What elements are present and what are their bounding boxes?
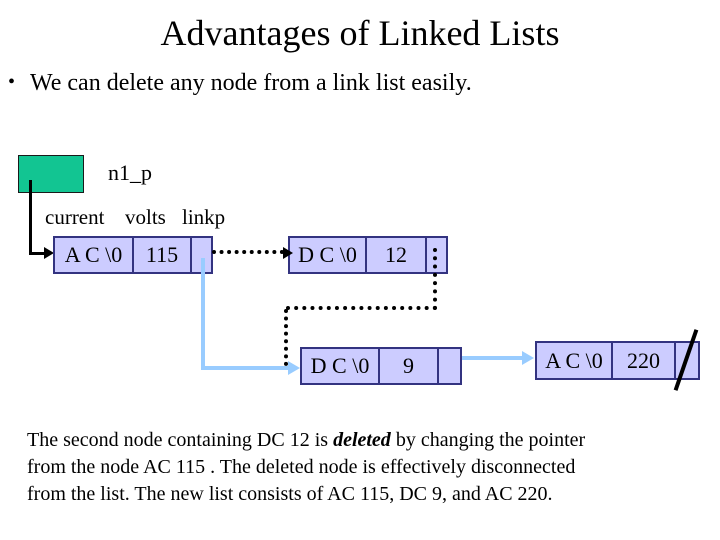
field-label-linkp: linkp [182,205,226,229]
old-link-1-arrowhead-icon [283,247,293,259]
field-label-volts: volts [125,205,166,229]
bullet-item: • We can delete any node from a link list… [8,70,708,97]
new-link-horizontal [201,366,289,370]
deleted-emphasis: deleted [333,429,391,451]
caption-text: The second node containing DC 12 is dele… [27,427,717,508]
node-dc-12: D C \0 12 [288,236,448,274]
node-field-volts: 9 [380,349,439,383]
old-link-2-dotted-vertical-2 [284,309,288,366]
link-3-4-line [462,356,523,360]
caption-line-1: The second node containing DC 12 is dele… [27,429,586,451]
node-ac-220: A C \0 220 [535,341,700,380]
new-link-vertical [201,258,205,370]
slide-title: Advantages of Linked Lists [160,13,560,53]
new-link-arrowhead-icon [288,361,300,375]
pointer-arrow-horizontal [29,252,45,255]
caption-line-2: from the node AC 115 . The deleted node … [27,456,576,478]
node-field-current: A C \0 [537,343,613,378]
node-field-current: D C \0 [302,349,380,383]
old-link-2-dotted-horizontal [286,306,437,310]
pointer-variable-label: n1_p [108,160,152,185]
node-dc-9: D C \0 9 [300,347,462,385]
node-field-volts: 115 [134,238,192,272]
node-ac-115: A C \0 115 [53,236,213,274]
pointer-arrowhead-icon [44,247,54,259]
caption-line-3: from the list. The new list consists of … [27,483,553,505]
bullet-icon: • [8,71,16,93]
node-field-current: A C \0 [55,238,134,272]
bullet-text: We can delete any node from a link list … [30,70,472,96]
node-field-current: D C \0 [290,238,367,272]
old-link-1-dotted-line [212,250,284,254]
pointer-variable-box [18,155,84,193]
node-field-volts: 12 [367,238,427,272]
link-3-4-arrowhead-icon [522,351,534,365]
field-label-current: current [45,205,105,229]
pointer-arrow-vertical [29,180,32,255]
node-field-linkp [439,349,460,383]
old-link-2-dotted-vertical [433,248,437,310]
node-field-volts: 220 [613,343,676,378]
